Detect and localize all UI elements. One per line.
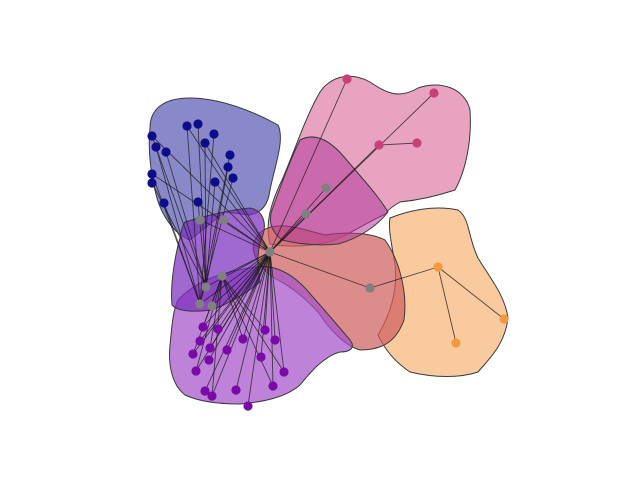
node-root-49 [265, 247, 275, 257]
graph-edge-13 [163, 202, 201, 305]
node-pink-34 [429, 88, 439, 98]
node-purple-19 [205, 343, 215, 353]
graph-edge-55 [269, 78, 348, 253]
graph-edge-45 [210, 275, 223, 397]
graph-edge-51 [199, 251, 271, 305]
graph-edge-31 [208, 251, 271, 361]
node-hub-46 [321, 183, 331, 193]
graph-edge-61 [437, 266, 505, 320]
graph-edge-26 [242, 251, 271, 340]
node-purple-25 [191, 366, 201, 376]
node-purple-26 [204, 355, 214, 365]
graph-edge-16 [186, 125, 271, 253]
graph-edge-35 [234, 251, 271, 391]
graph-edge-41 [221, 275, 244, 340]
graph-edge-17 [204, 142, 271, 253]
node-purple-22 [270, 335, 280, 345]
node-purple-24 [256, 352, 266, 362]
graph-edge-58 [378, 140, 418, 146]
graph-edge-32 [269, 251, 286, 373]
node-blue-13 [159, 198, 169, 208]
node-blue-1 [151, 142, 161, 152]
graph-edge-6 [202, 142, 208, 288]
graph-edge-36 [269, 251, 276, 387]
node-orange-37 [433, 262, 443, 272]
graph-edge-40 [208, 275, 223, 349]
graph-edge-46 [221, 275, 274, 387]
graph-edge-15 [151, 135, 271, 253]
graph-edge-52 [211, 251, 271, 307]
node-purple-15 [198, 322, 208, 332]
node-blue-5 [209, 129, 219, 139]
node-blue-7 [225, 150, 235, 160]
node-purple-20 [222, 345, 232, 355]
node-hub-47 [301, 209, 311, 219]
graph-edge-62 [437, 266, 458, 344]
node-pink-33 [342, 74, 352, 84]
node-blue-2 [161, 147, 171, 157]
node-blue-10 [147, 178, 157, 188]
node-purple-29 [207, 391, 217, 401]
node-hub-41 [219, 215, 229, 225]
graph-edge-48 [223, 219, 271, 253]
node-hub-42 [201, 282, 211, 292]
node-purple-21 [238, 334, 248, 344]
graph-edge-50 [221, 251, 271, 277]
graph-edge-2 [164, 151, 207, 288]
graph-edge-39 [221, 275, 266, 331]
node-purple-23 [188, 349, 198, 359]
graph-edge-28 [192, 251, 271, 355]
graph-edge-53 [269, 187, 327, 253]
node-purple-16 [213, 324, 223, 334]
graph-edge-19 [214, 181, 271, 253]
node-blue-14 [193, 197, 203, 207]
graph-edge-44 [221, 275, 285, 373]
graph-edge-20 [202, 251, 271, 328]
node-pink-36 [412, 138, 422, 148]
cluster-regions [148, 75, 509, 405]
graph-edge-37 [246, 251, 271, 407]
node-purple-30 [231, 385, 241, 395]
node-purple-17 [260, 325, 270, 335]
node-blue-0 [147, 131, 157, 141]
node-hub-48 [365, 283, 375, 293]
node-purple-18 [195, 336, 205, 346]
node-pink-35 [374, 140, 384, 150]
graph-edge-3 [185, 125, 201, 305]
graph-edge-43 [194, 275, 223, 372]
node-purple-27 [279, 367, 289, 377]
node-blue-12 [210, 177, 220, 187]
node-hub-40 [195, 215, 205, 225]
node-blue-9 [147, 169, 157, 179]
graph-edge-5 [199, 133, 216, 305]
graph-edge-1 [154, 146, 201, 305]
node-hub-43 [217, 271, 227, 281]
graph-edge-59 [269, 251, 371, 289]
graph-nodes [147, 74, 509, 411]
node-hub-44 [195, 299, 205, 309]
node-blue-4 [193, 119, 203, 129]
node-purple-31 [268, 381, 278, 391]
graph-edge-60 [369, 266, 439, 289]
graph-edge-12 [205, 181, 217, 288]
node-blue-8 [223, 162, 233, 172]
node-purple-32 [243, 401, 253, 411]
node-blue-11 [228, 173, 238, 183]
node-blue-3 [182, 121, 192, 131]
graph-edge-27 [269, 251, 278, 341]
node-blue-6 [200, 138, 210, 148]
node-orange-39 [451, 338, 461, 348]
graph-edge-57 [269, 144, 380, 253]
node-purple-28 [200, 386, 210, 396]
graph-edge-47 [199, 219, 271, 253]
graph-edge-4 [195, 123, 207, 288]
graph-edge-21 [217, 251, 271, 330]
graph-edge-34 [211, 251, 271, 397]
node-orange-38 [499, 314, 509, 324]
node-hub-45 [207, 301, 217, 311]
graph-edge-18 [151, 173, 271, 253]
